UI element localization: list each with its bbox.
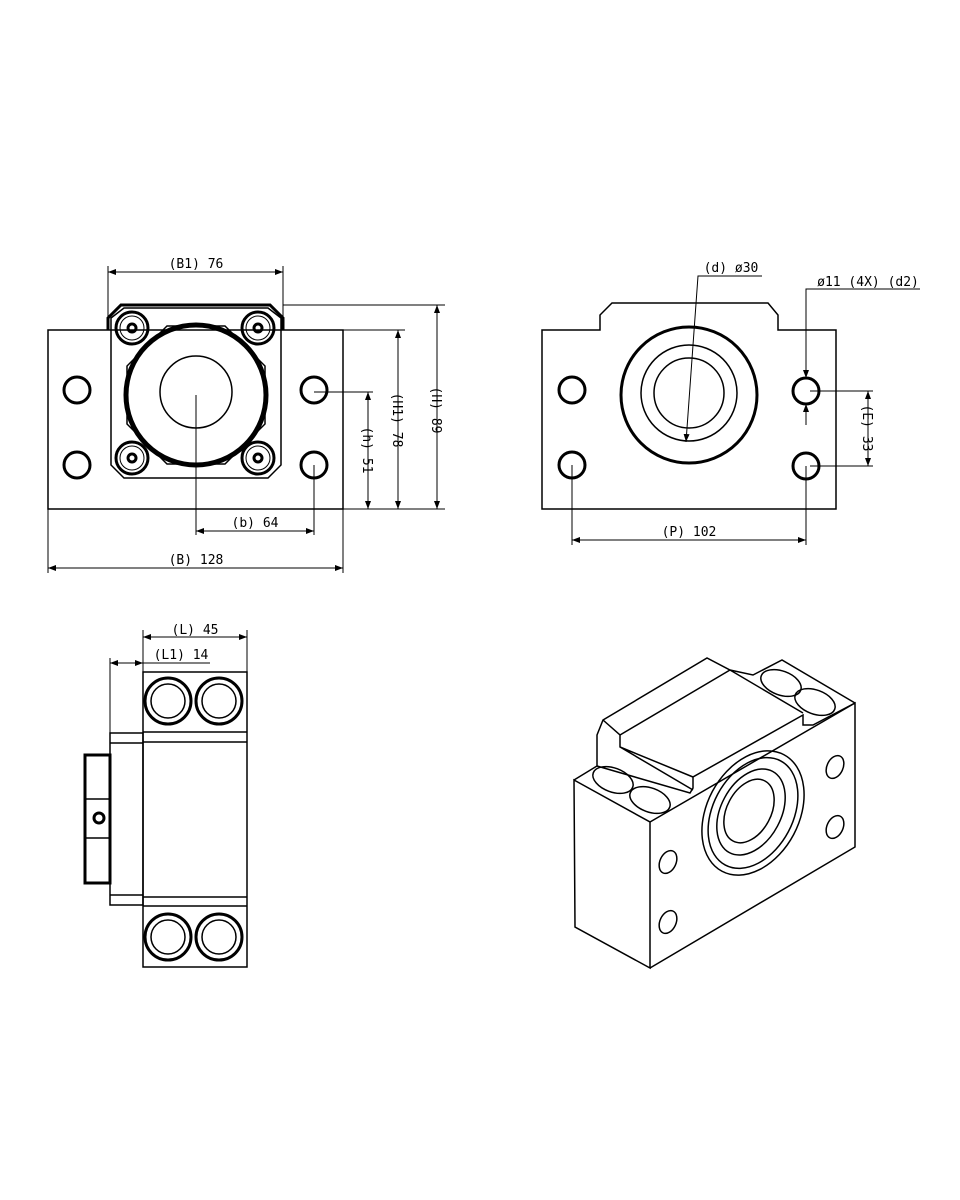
front-view: (B1) 76 (H) 89 (H1) 78 (h) 51 (b) 64 (B)… [47, 257, 445, 573]
housing-block [110, 307, 282, 479]
bore-outer [619, 325, 759, 465]
hex-nut [126, 325, 266, 465]
bolt-heads-side [143, 676, 244, 962]
rear-outline [541, 302, 837, 510]
dim-B1-label: (B1) 76 [169, 257, 224, 272]
bolt-icon [114, 440, 150, 476]
lock-nut-side [83, 753, 112, 885]
side-view: (L) 45 (L1) 14 [83, 623, 248, 968]
iso-bore-outer [701, 750, 805, 876]
set-screw-icon [92, 811, 106, 825]
dim-E-label: (E) 33 [859, 405, 874, 452]
bolt-heads [114, 310, 276, 476]
dim-L1-label: (L1) 14 [154, 648, 209, 663]
bore-mid [640, 344, 738, 442]
isometric-view [573, 657, 856, 970]
flange [109, 732, 144, 906]
dim-H1-label: (H1) 78 [389, 393, 404, 448]
rear-view: (d) ø30 ø11 (4X) (d2) (E) 33 (P) 102 [541, 261, 920, 545]
dim-H-label: (H) 89 [428, 387, 443, 434]
dim-d-label: (d) ø30 [704, 261, 759, 276]
iso-bore-inner [723, 778, 775, 844]
dim-P-label: (P) 102 [662, 525, 717, 540]
dim-d2-label: ø11 (4X) (d2) [817, 275, 919, 290]
iso-housing-edges [602, 669, 804, 791]
dim-L-label: (L) 45 [172, 623, 219, 638]
bolt-icon [240, 440, 276, 476]
bolt-icon [240, 310, 276, 346]
bore-inner [653, 357, 725, 429]
dim-b-label: (b) 64 [232, 516, 279, 531]
dim-h-label: (h) 51 [359, 427, 374, 474]
iso-front-face [649, 701, 856, 969]
iso-top-edge [596, 702, 856, 794]
bolt-icon [114, 310, 150, 346]
housing-top [106, 303, 285, 330]
dim-B-label: (B) 128 [169, 553, 224, 568]
iso-top-outline [573, 657, 856, 781]
